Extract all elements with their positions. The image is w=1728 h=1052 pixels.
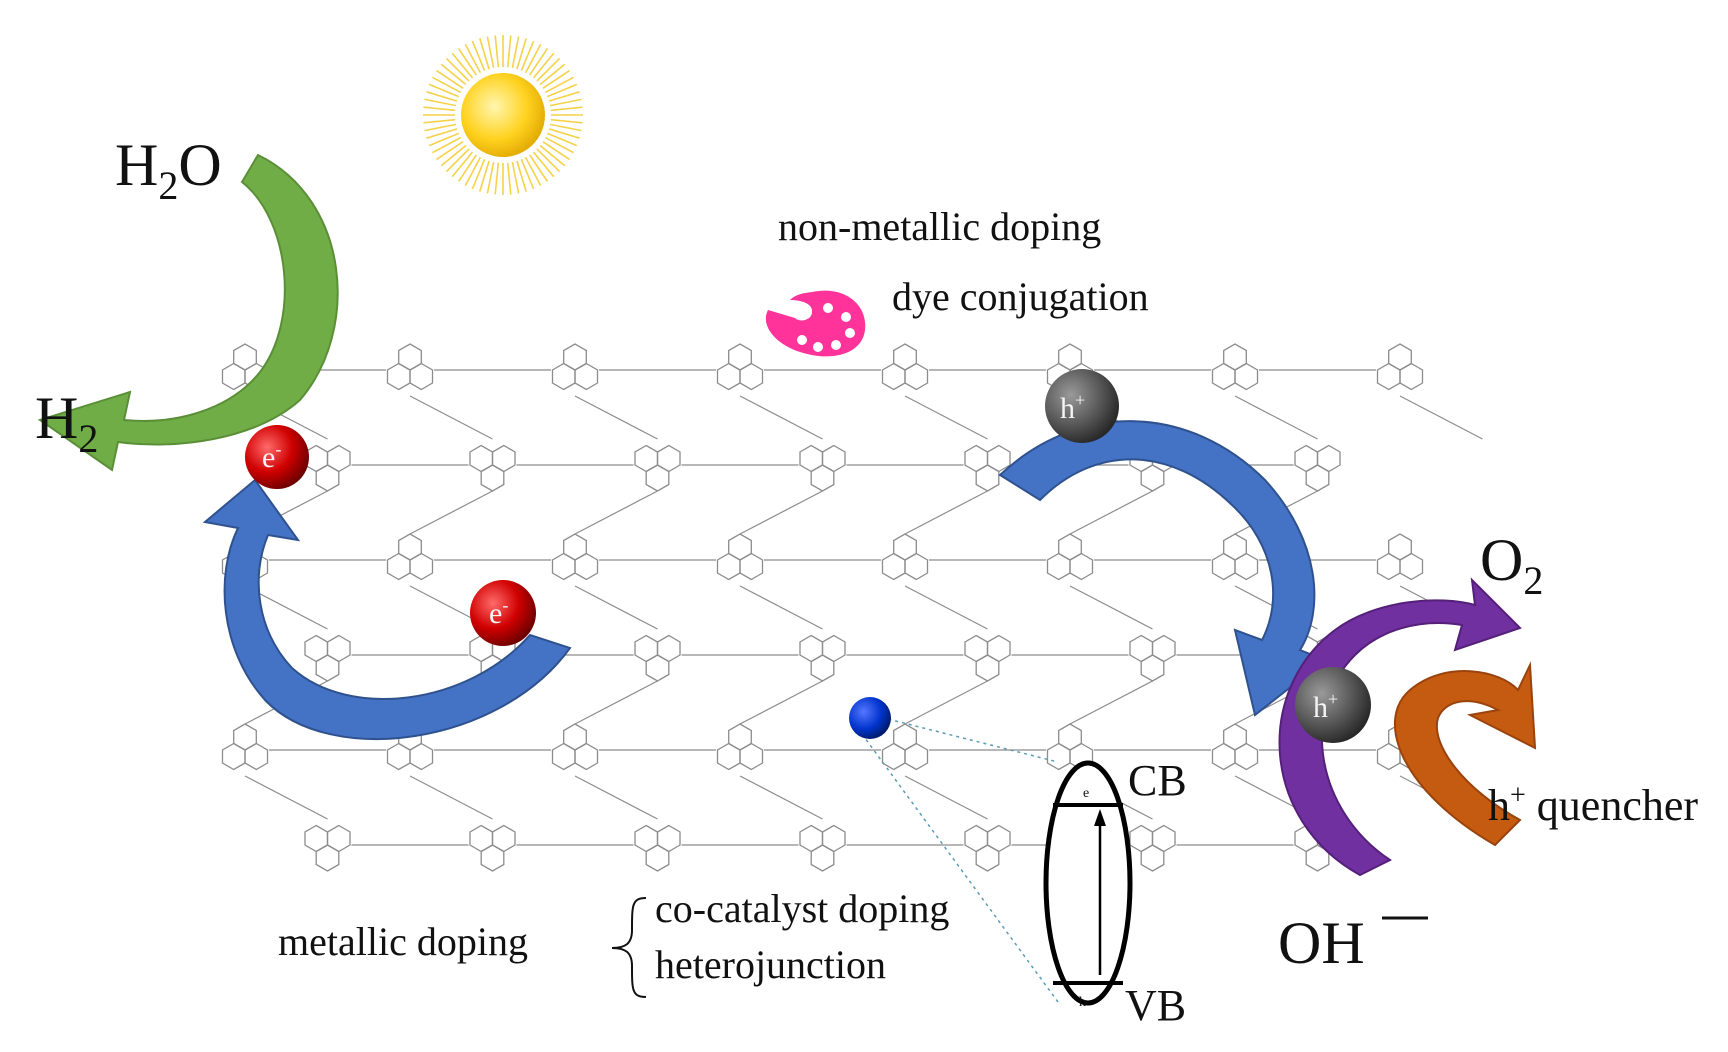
- metal-dopant: [849, 697, 1059, 1003]
- conduction-band-label: CB: [1128, 756, 1187, 805]
- electron-lower: e-: [470, 580, 536, 646]
- hydrogen-label: H2: [35, 385, 98, 461]
- hole-transfer-arrow: [998, 420, 1327, 717]
- dye-conjugation-label: dye conjugation: [892, 274, 1149, 319]
- hole-upper-label: h+: [1060, 390, 1085, 425]
- band-electron-label: e: [1083, 786, 1089, 801]
- metallic-doping-label: metallic doping: [278, 919, 528, 964]
- electron-upper-label: e-: [262, 439, 281, 474]
- water-reduction-arrow: [37, 153, 339, 472]
- band-hole-label: h: [1079, 995, 1086, 1010]
- hole-lower-label: h+: [1313, 689, 1338, 724]
- heterojunction-label: heterojunction: [655, 942, 886, 987]
- oxygen-label: O2: [1480, 527, 1543, 603]
- hole-lower: h+: [1295, 667, 1371, 743]
- hole-upper: h+: [1045, 369, 1119, 443]
- hole-quencher-label: h+ quencher: [1488, 780, 1698, 830]
- sun-icon: [423, 35, 583, 195]
- electron-upper: e-: [245, 425, 309, 489]
- electron-transfer-arrow: [202, 478, 572, 741]
- hydroxide-label: OH: [1278, 910, 1365, 976]
- valence-band-label: VB: [1125, 981, 1186, 1030]
- co-catalyst-doping-label: co-catalyst doping: [655, 886, 949, 931]
- water-label: H2O: [115, 132, 222, 208]
- band-gap-icon: e h: [1043, 760, 1133, 1010]
- dye-palette-icon: [765, 290, 866, 357]
- hole-quencher-arrow: [1394, 661, 1537, 847]
- non-metallic-doping-label: non-metallic doping: [778, 204, 1101, 249]
- electron-lower-label: e-: [489, 595, 508, 630]
